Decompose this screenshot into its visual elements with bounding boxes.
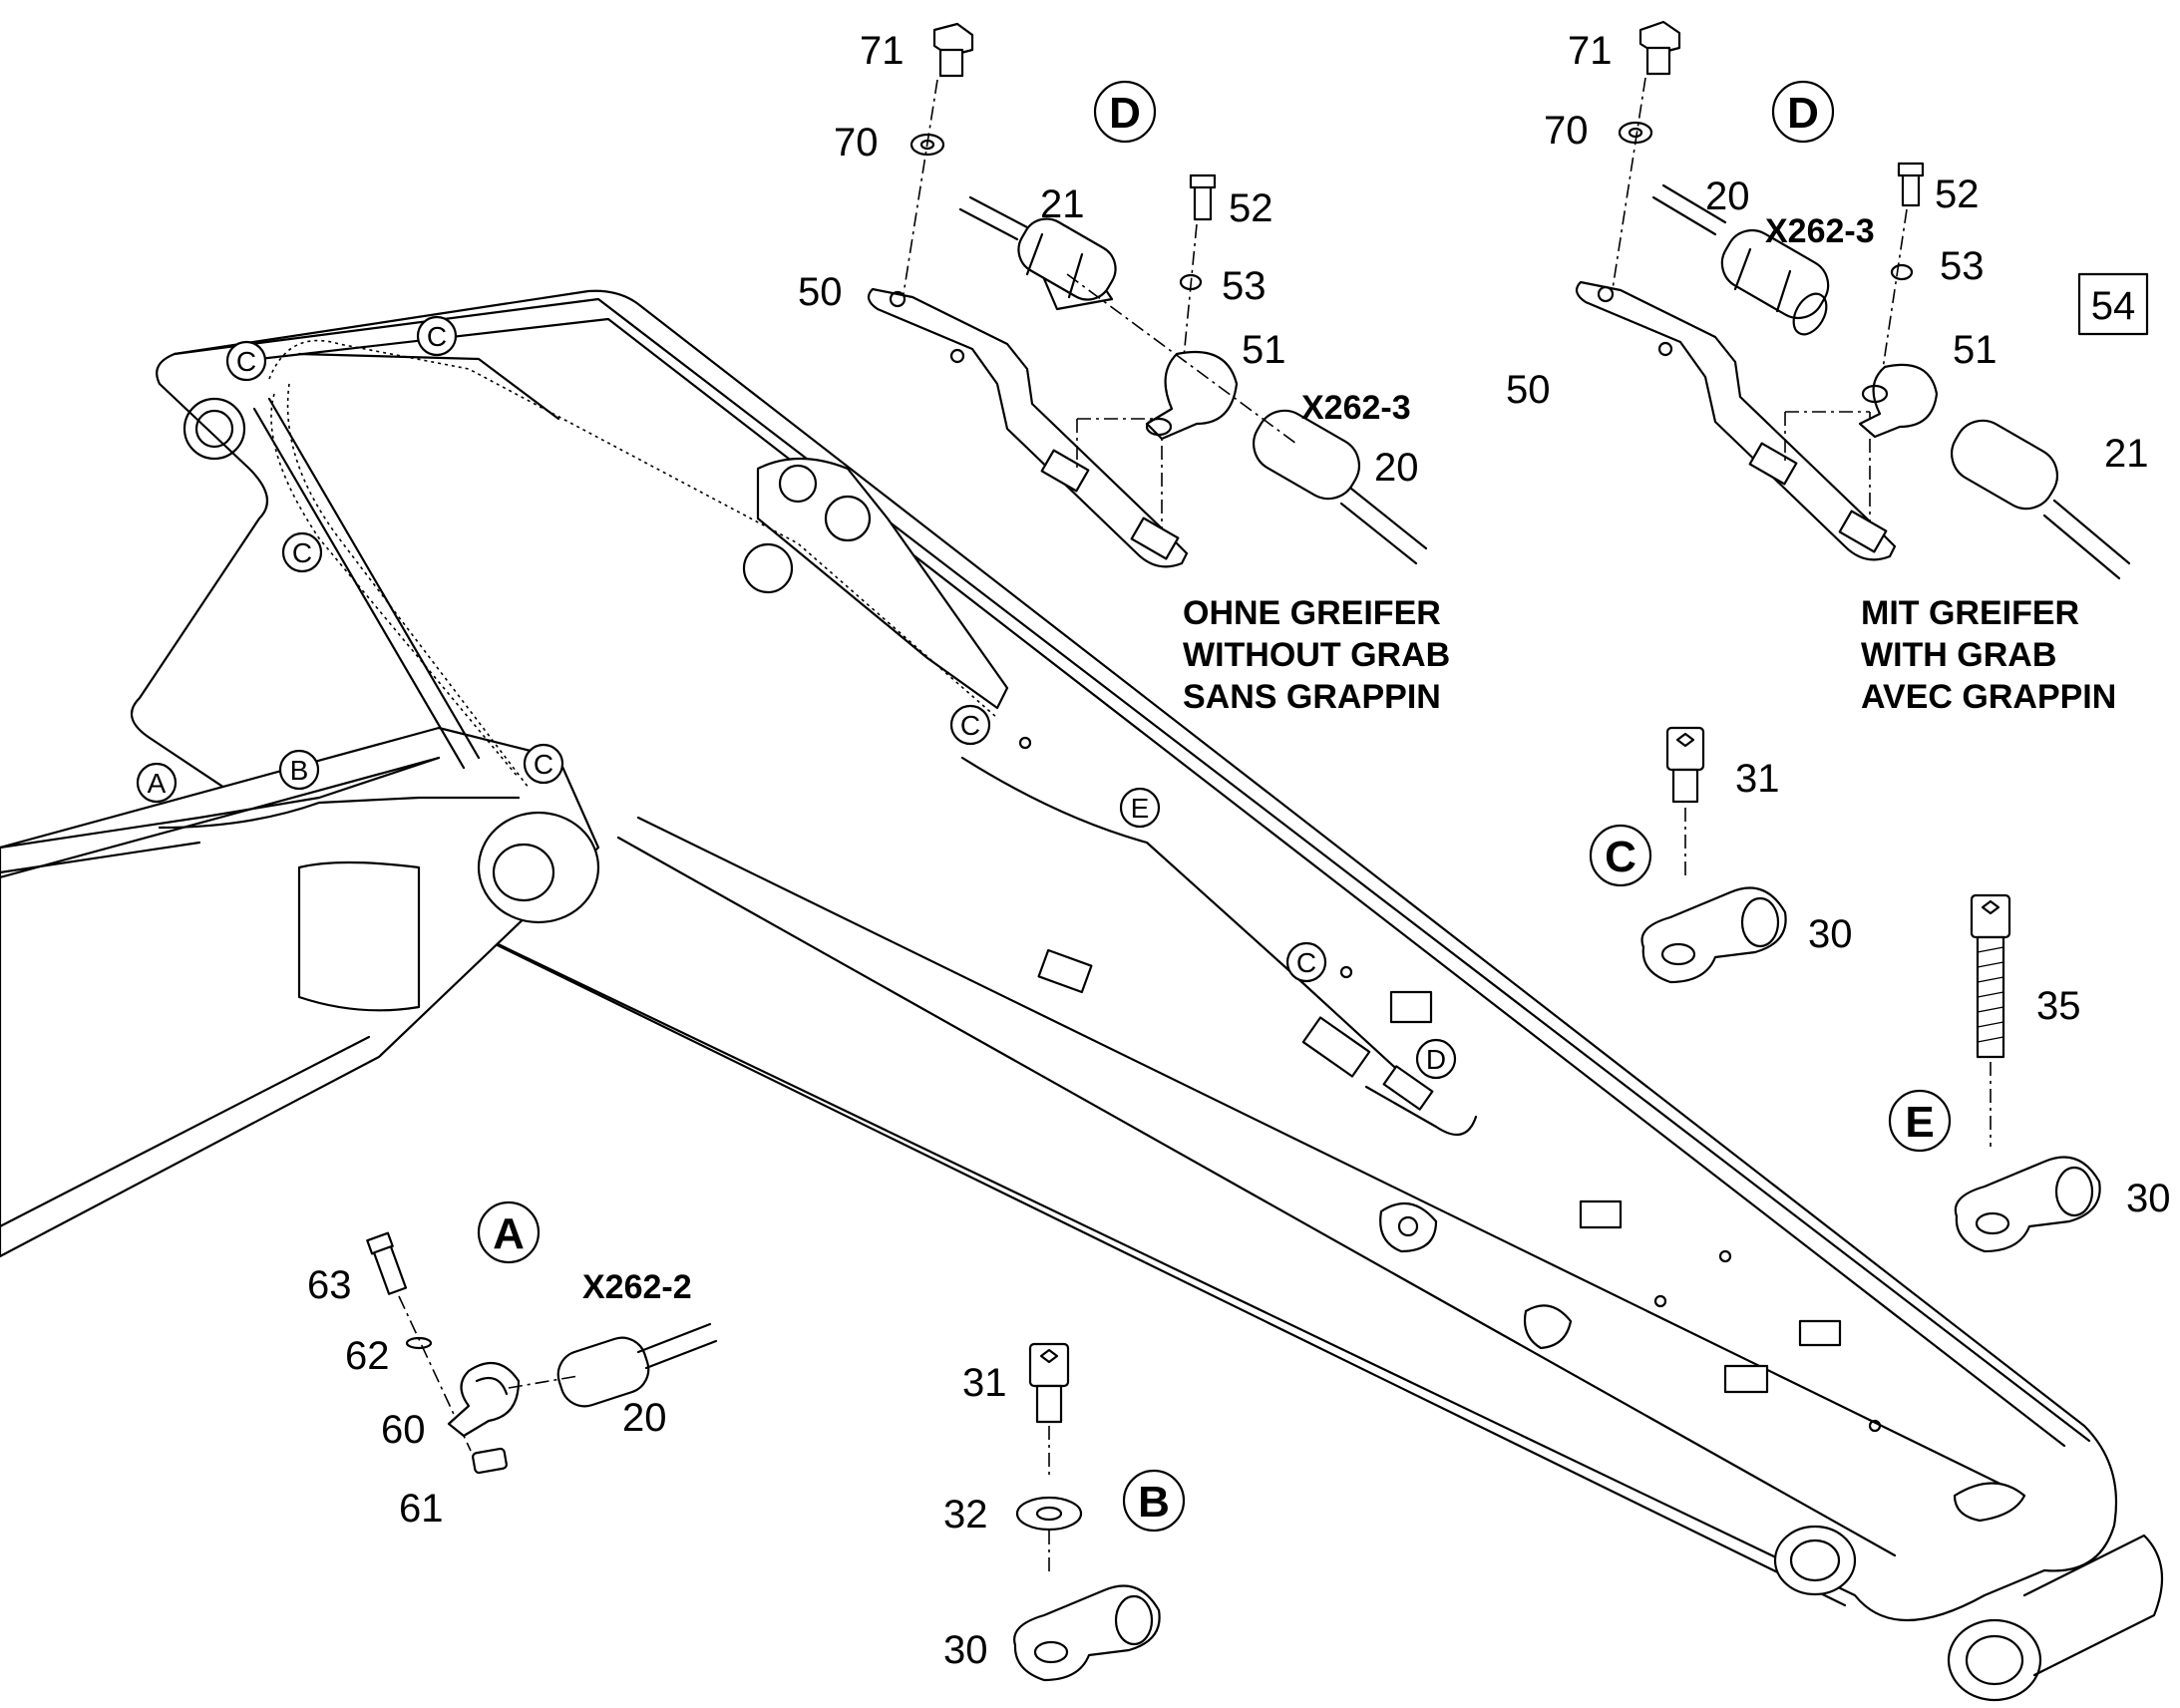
boom-callouts: A B C C C C C C bbox=[136, 315, 1457, 1080]
label-71-b: 71 bbox=[1568, 29, 1613, 73]
label-x262-3: X262-3 bbox=[1301, 389, 1411, 427]
detail-c-letter: C bbox=[1605, 833, 1636, 881]
callout-b: B bbox=[278, 749, 320, 791]
label-51-b: 51 bbox=[1953, 328, 1998, 372]
boom-drawing bbox=[0, 289, 2164, 1702]
detail-b: B 31 32 30 bbox=[943, 1342, 1186, 1682]
label-30-c: 30 bbox=[1808, 912, 1853, 956]
label-31-c: 31 bbox=[1735, 757, 1780, 801]
label-31-b: 31 bbox=[962, 1361, 1007, 1405]
label-x262-2: X262-2 bbox=[582, 1268, 692, 1306]
detail-d-letter: D bbox=[1109, 89, 1141, 138]
note-with-grab-de: MIT GREIFER bbox=[1861, 594, 2079, 632]
detail-a: A 63 X262-2 62 20 60 61 bbox=[307, 1200, 718, 1531]
label-53: 53 bbox=[1222, 264, 1267, 308]
label-20: 20 bbox=[1374, 446, 1419, 490]
label-21: 21 bbox=[1040, 182, 1085, 226]
label-70-b: 70 bbox=[1544, 109, 1589, 153]
callout-c-1-label: C bbox=[236, 346, 256, 377]
callout-b-label: B bbox=[290, 755, 309, 786]
callout-c-6-label: C bbox=[1296, 947, 1316, 978]
note-with-grab-fr: AVEC GRAPPIN bbox=[1861, 678, 2116, 716]
label-62: 62 bbox=[345, 1334, 390, 1378]
callout-c-2: C bbox=[416, 315, 458, 357]
callout-c-3: C bbox=[281, 531, 323, 573]
callout-a-label: A bbox=[148, 768, 167, 799]
detail-e: E 35 30 bbox=[1888, 893, 2171, 1253]
detail-b-letter: B bbox=[1138, 1478, 1170, 1527]
label-51: 51 bbox=[1242, 328, 1286, 372]
label-35: 35 bbox=[2036, 984, 2081, 1028]
callout-d-label: D bbox=[1426, 1044, 1446, 1075]
label-50: 50 bbox=[798, 270, 843, 314]
label-20-b: 20 bbox=[1705, 174, 1750, 218]
label-21-b: 21 bbox=[2104, 432, 2149, 476]
callout-c-4-label: C bbox=[534, 749, 553, 780]
label-54: 54 bbox=[2091, 284, 2136, 328]
detail-c: C 31 30 bbox=[1589, 726, 1853, 984]
detail-d-with-grab: D 54 71 70 bbox=[1506, 20, 2149, 716]
harness bbox=[158, 339, 1478, 1137]
detail-d2-letter: D bbox=[1787, 89, 1819, 138]
callout-d: D bbox=[1415, 1038, 1457, 1080]
callout-c-5: C bbox=[949, 704, 991, 746]
callout-c-3-label: C bbox=[292, 537, 312, 568]
detail-e-letter: E bbox=[1905, 1098, 1934, 1147]
label-70: 70 bbox=[834, 121, 879, 165]
callout-c-4: C bbox=[523, 743, 564, 785]
note-without-grab-en: WITHOUT GRAB bbox=[1183, 636, 1450, 674]
callout-a: A bbox=[136, 762, 178, 804]
callout-c-6: C bbox=[1285, 941, 1327, 983]
detail-a-letter: A bbox=[493, 1209, 525, 1258]
label-71: 71 bbox=[860, 29, 905, 73]
label-53-b: 53 bbox=[1940, 244, 1985, 288]
callout-e: E bbox=[1119, 787, 1161, 829]
note-without-grab-de: OHNE GREIFER bbox=[1183, 594, 1441, 632]
label-52: 52 bbox=[1229, 186, 1273, 230]
label-60: 60 bbox=[381, 1408, 426, 1452]
label-50-b: 50 bbox=[1506, 368, 1551, 412]
detail-d-without-grab: D 71 70 bbox=[798, 22, 1450, 716]
callout-c-5-label: C bbox=[960, 710, 980, 741]
callout-e-label: E bbox=[1131, 793, 1150, 824]
callout-c-1: C bbox=[225, 340, 267, 382]
label-30-e: 30 bbox=[2126, 1177, 2171, 1220]
note-with-grab-en: WITH GRAB bbox=[1861, 636, 2056, 674]
label-63: 63 bbox=[307, 1263, 352, 1307]
callout-c-2-label: C bbox=[427, 321, 447, 352]
label-32: 32 bbox=[943, 1493, 988, 1537]
note-without-grab-fr: SANS GRAPPIN bbox=[1183, 678, 1441, 716]
label-30-b: 30 bbox=[943, 1628, 988, 1672]
label-61: 61 bbox=[399, 1487, 444, 1531]
label-x262-3-b: X262-3 bbox=[1765, 212, 1875, 250]
label-52-b: 52 bbox=[1935, 172, 1980, 216]
label-20-a: 20 bbox=[622, 1396, 667, 1440]
